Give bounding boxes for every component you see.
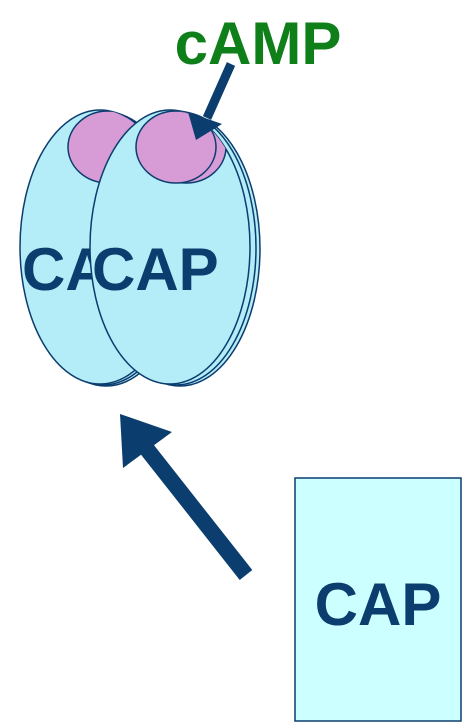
assembly-arrow <box>120 414 246 575</box>
free-cap-box: CAP <box>295 478 461 721</box>
camp-label: cAMP <box>175 10 342 77</box>
free-cap-label: CAP <box>315 571 442 638</box>
cap-dimer: CAP CAP <box>20 110 260 386</box>
cap-label-front: CAP <box>92 236 219 303</box>
